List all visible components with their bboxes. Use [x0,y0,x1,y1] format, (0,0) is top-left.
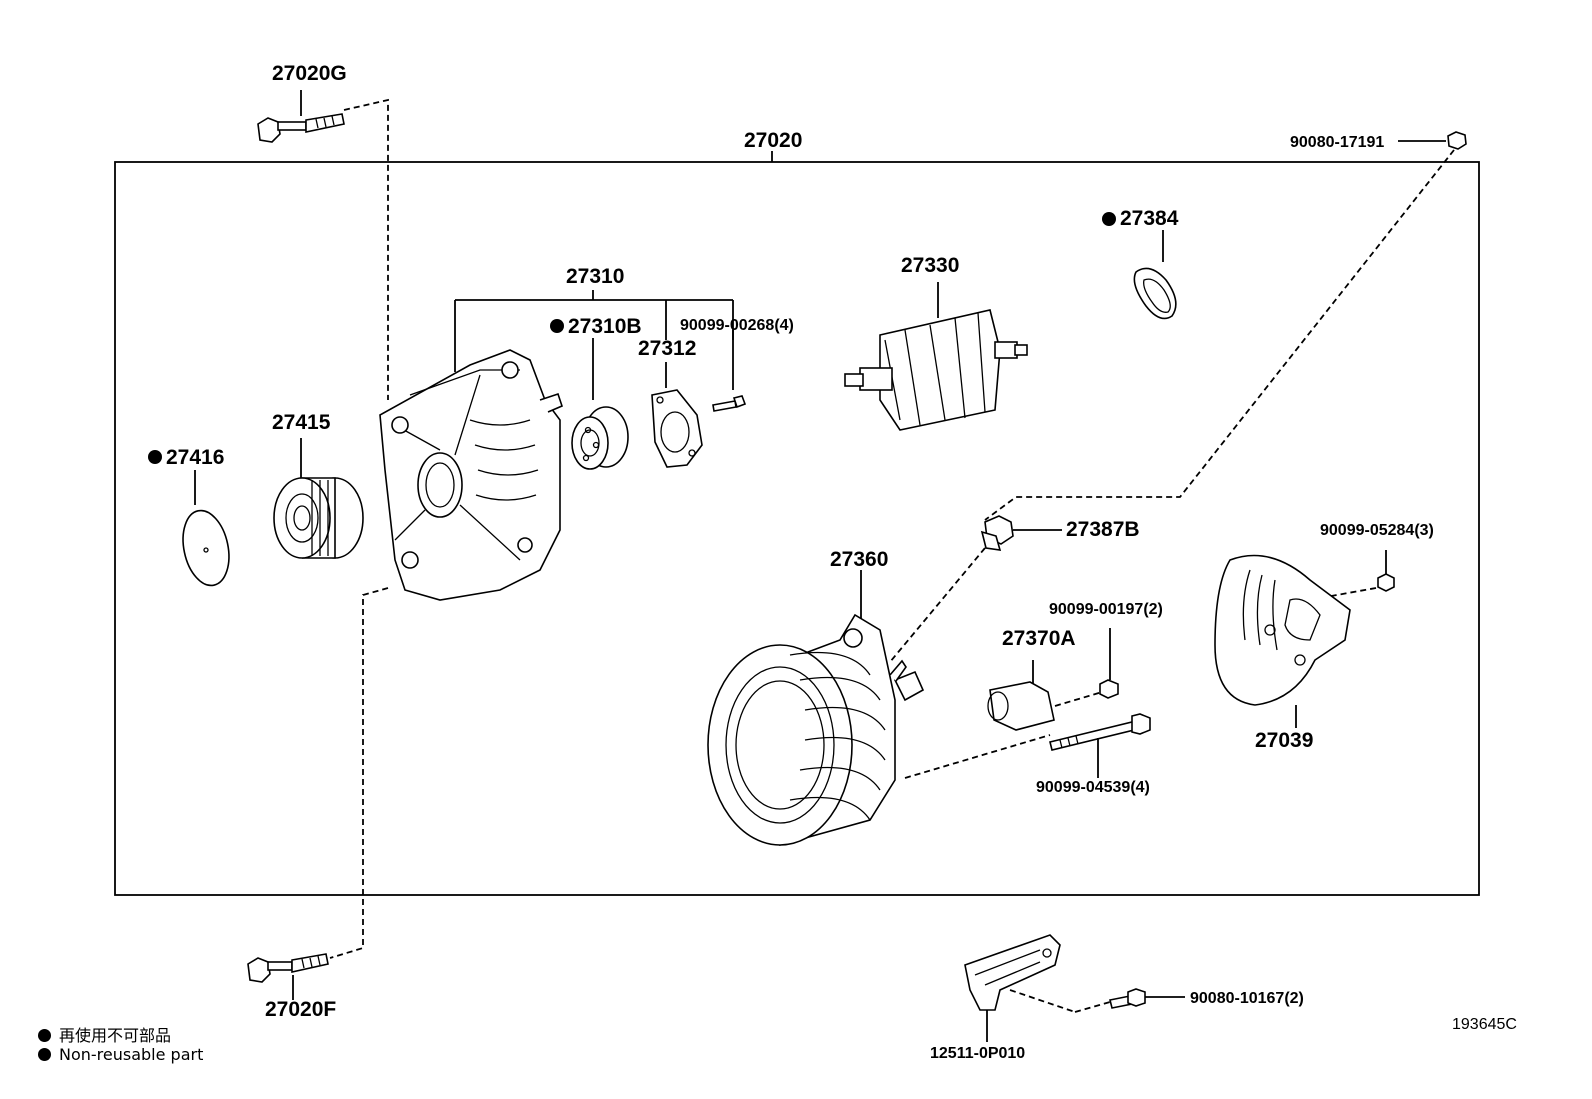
label-27020: 27020 [744,129,802,152]
insulator-27387B-icon [980,515,1062,551]
label-27310: 27310 [566,265,624,288]
legend-dot-icon [38,1029,51,1042]
legend-non-reusable-jp: 再使用不可部品 [38,1022,171,1046]
screw-90099-00197-icon [1099,628,1119,699]
label-27310B: 27310B [568,315,642,338]
bracket-12511-0P010-icon [964,934,1061,1042]
screw-90099-00268-icon [712,395,747,412]
non-reusable-dot-27416 [148,450,162,464]
nut-90099-05284-icon [1377,550,1395,592]
label-90080-10167: 90080-10167(2) [1190,990,1304,1007]
bolt-27020G-icon [257,90,345,143]
label-27039: 27039 [1255,729,1313,752]
leader-90080-17191 [984,149,1455,521]
label-27312: 27312 [638,337,696,360]
legend-non-reusable-en: Non-reusable part [38,1045,203,1064]
label-90099-04539: 90099-04539(4) [1036,779,1150,796]
label-12511-0P010: 12511-0P010 [930,1045,1025,1062]
label-90099-05284: 90099-05284(3) [1320,522,1434,539]
leader-90099-00197 [1054,691,1103,707]
label-27415: 27415 [272,411,331,434]
rear-cover-27039-icon [1214,554,1351,728]
bearing-27310B-icon [571,406,629,470]
leader-27020F [329,587,389,959]
leader-27387B [889,547,986,663]
leader-27020G [343,98,389,400]
label-90080-17191: 90080-17191 [1290,134,1384,151]
bolt-90099-04539-icon [1049,713,1151,778]
leader-tree-27310 [454,290,734,400]
diagram-code: 193645C [1452,1016,1517,1033]
nut-90080-17191-icon [1398,131,1467,150]
label-27360: 27360 [830,548,888,571]
bushing-27384-icon [1133,230,1177,320]
bolt-27020F-icon [247,953,329,1000]
label-27020G: 27020G [272,62,347,85]
label-90099-00197: 90099-00197(2) [1049,601,1163,618]
label-27384: 27384 [1120,207,1179,230]
legend-en-text: Non-reusable part [59,1045,204,1064]
brush-holder-27370A-icon [987,660,1055,731]
legend-jp-text: 再使用不可部品 [59,1026,172,1045]
label-90099-00268: 90099-00268(4) [680,317,794,334]
rotor-27330-icon [844,282,1028,431]
drive-end-frame-27360-icon [707,570,925,847]
label-27330: 27330 [901,254,959,277]
label-27387B: 27387B [1066,518,1140,541]
label-27370A: 27370A [1002,627,1076,650]
legend-dot-icon [38,1048,51,1061]
cap-27416-icon [182,470,230,587]
non-reusable-dot-27384 [1102,212,1116,226]
leader-90099-04539 [904,734,1051,779]
label-27020F: 27020F [265,998,336,1021]
assembly-frame [114,161,1480,896]
leader-90080-10167 [1009,989,1076,1013]
non-reusable-dot-27310B [550,319,564,333]
label-27416: 27416 [166,446,224,469]
bolt-90080-10167-icon [1109,988,1185,1009]
pulley-27415-icon [273,438,364,559]
front-housing-27310-icon [379,349,563,601]
retainer-27312-icon [651,389,703,468]
